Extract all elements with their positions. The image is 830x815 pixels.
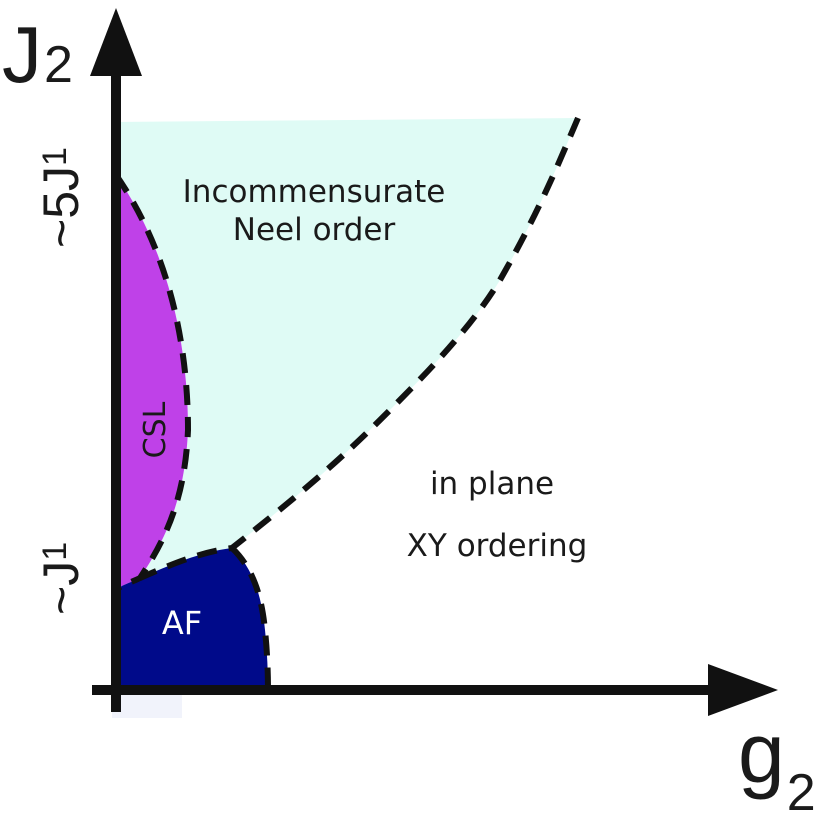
x-axis-title: g2	[738, 706, 816, 815]
incommensurate-boundary-line	[138, 116, 581, 581]
y-tick-5j1: ~5J1	[33, 147, 89, 248]
af-boundary-line	[229, 545, 271, 691]
xy-label-line2: XY ordering	[407, 528, 588, 564]
incommensurate-label-line1: Incommensurate	[183, 174, 446, 210]
af-label: AF	[162, 604, 202, 642]
xy-label-line1: in plane	[430, 466, 554, 502]
incommensurate-neel-region	[116, 118, 578, 578]
y-axis-arrowhead	[90, 8, 142, 76]
csl-label: CSL	[138, 401, 173, 458]
y-axis-title: J2	[2, 10, 73, 99]
y-tick-j1: ~J1	[33, 542, 89, 615]
incommensurate-label-line2: Neel order	[233, 212, 396, 248]
af-region	[116, 548, 268, 690]
origin-shadow	[112, 692, 182, 718]
csl-boundary-line	[113, 173, 192, 593]
csl-region	[116, 175, 188, 590]
x-axis-arrowhead	[708, 664, 778, 716]
